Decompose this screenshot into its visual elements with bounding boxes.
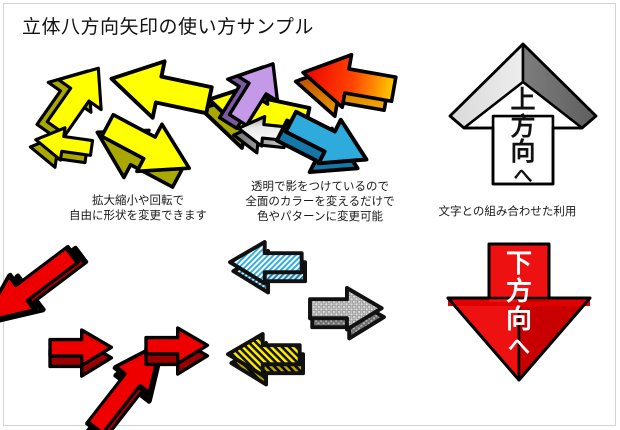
arrow-outline: [446, 242, 592, 382]
group-red-arrows: [0, 234, 240, 430]
caption-middle: 透明で影をつけているので 全面のカラーを変えるだけで 色やパターンに変更可能: [225, 180, 415, 225]
arrow-front-face: [226, 332, 302, 378]
label-char-2: 向: [510, 137, 535, 166]
arrow-front-face: [228, 240, 304, 286]
page-title: 立体八方向矢印の使い方サンプル: [22, 17, 314, 38]
arrow-head-band: [448, 298, 590, 306]
arrow-red-down-right-thin[interactable]: [0, 234, 93, 344]
arrow-front-face: [301, 52, 398, 110]
arrow-red-down-labeled[interactable]: 下 方 向 へ: [446, 242, 592, 382]
arrow-red-right-2[interactable]: [144, 326, 210, 376]
label-char-0: 下: [506, 249, 532, 279]
arrow-yellow-up-right[interactable]: [25, 49, 120, 149]
label-char-3: へ: [513, 165, 532, 187]
group-text-arrow-up: 上 方 向 へ: [448, 36, 598, 187]
caption-left-line-2: 自由に形状を変更できます: [69, 210, 207, 222]
arrow-red-orange-left[interactable]: [291, 46, 398, 125]
arrow-red-up-right-thin[interactable]: [74, 329, 183, 430]
arrow-front-face: [48, 328, 114, 368]
caption-middle-line-2: 全面のカラーを変えるだけで: [245, 196, 395, 208]
caption-middle-line-3: 色やパターンに変更可能: [257, 211, 383, 223]
arrow-yellow-down-right[interactable]: [84, 99, 201, 202]
label-char-1: 方: [506, 276, 532, 307]
arrow-up-label: 上 方 向 へ: [510, 85, 535, 187]
arrow-front-face: [34, 126, 95, 162]
label-char-2: 向: [506, 304, 532, 335]
arrow-outline: [448, 42, 598, 186]
arrow-front-face: [308, 286, 384, 332]
arrow-front-face: [85, 340, 164, 430]
arrow-yellow-black-stripe-left[interactable]: [226, 332, 306, 387]
label-char-3: へ: [508, 335, 530, 360]
group-color-arrows: [217, 42, 412, 182]
arrow-front-face: [0, 245, 81, 325]
group-yellow-arrows: [28, 42, 312, 189]
arrow-front-face: [144, 326, 210, 366]
arrow-front-face: [227, 62, 280, 127]
arrow-gray-up-labeled[interactable]: 上 方 向 へ: [448, 42, 598, 187]
arrow-purple-up-right[interactable]: [208, 48, 293, 139]
arrow-gray-dotted-right[interactable]: [308, 286, 386, 341]
arrow-yellow-left-small[interactable]: [28, 123, 95, 172]
arrow-front-face: [283, 109, 369, 166]
group-text-arrow-down: 下 方 向 へ: [444, 240, 594, 390]
caption-left-line-1: 拡大縮小や回転で: [92, 195, 184, 207]
arrow-front-face: [99, 112, 192, 174]
arrow-front-face: [45, 66, 103, 137]
arrow-blue-down-right[interactable]: [271, 98, 377, 192]
arrow-cyan-stripe-left[interactable]: [228, 240, 308, 295]
arrow-down-label: 下 方 向 へ: [506, 249, 532, 360]
caption-middle-line-1: 透明で影をつけているので: [251, 181, 389, 193]
arrow-red-right-1[interactable]: [48, 328, 114, 378]
caption-left: 拡大縮小や回転で 自由に形状を変更できます: [38, 194, 238, 224]
caption-right: 文字との組み合わせた利用: [438, 206, 577, 218]
arrow-front-face: [109, 59, 214, 120]
label-char-1: 方: [510, 112, 535, 141]
group-pattern-arrows: [226, 238, 408, 388]
label-char-0: 上: [510, 85, 535, 114]
